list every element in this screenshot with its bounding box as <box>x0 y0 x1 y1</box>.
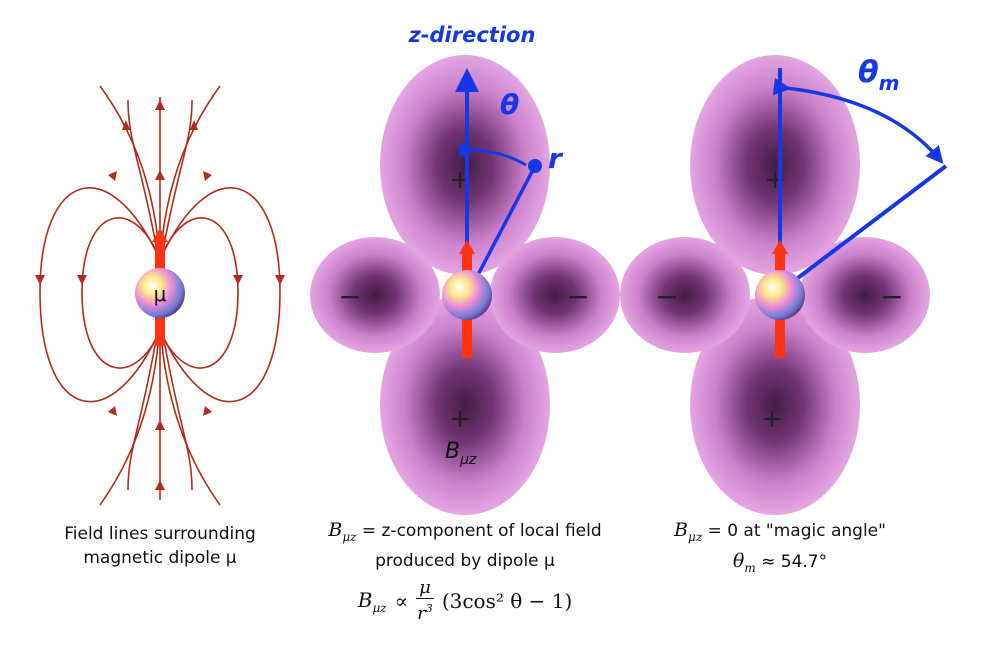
caption-left-line2: magnetic dipole μ <box>83 548 237 568</box>
dipole-sphere <box>755 270 805 320</box>
sign-plus-top: + <box>764 165 786 195</box>
field-line <box>159 217 239 369</box>
dipole-label: μ <box>154 282 167 306</box>
sign-plus-bottom: + <box>761 404 783 434</box>
right-magic-angle-panel: + + − − θm <box>620 55 948 515</box>
arrowhead <box>155 420 165 430</box>
lobe-right <box>800 237 930 353</box>
r-vector <box>468 165 537 291</box>
field-line <box>127 99 157 246</box>
sign-minus-left: − <box>338 280 361 313</box>
sign-minus-left: − <box>655 280 678 313</box>
lobe-bottom <box>690 295 860 515</box>
lobe-right <box>490 237 620 353</box>
field-line <box>163 99 193 246</box>
lobe-left <box>310 237 440 353</box>
arrowhead <box>275 275 285 285</box>
middle-lobes-panel: + + − − z-direction r θ Bμz <box>310 23 620 515</box>
arrowhead <box>203 406 212 416</box>
arrowhead <box>77 275 87 285</box>
caption-right: Bμz = 0 at "magic angle" θm ≈ 54.7° <box>630 518 930 580</box>
dipole-sphere <box>442 270 492 320</box>
caption-left-line1: Field lines surrounding <box>64 524 256 544</box>
formula-angular-term: (3cos² θ − 1) <box>441 589 573 613</box>
arrowhead <box>190 120 198 130</box>
formula-fraction: μ r3 <box>416 577 434 624</box>
arrowhead <box>108 406 117 416</box>
b-label: Bμz <box>445 439 477 468</box>
caption-middle-line1: Bμz = z-component of local field <box>328 519 602 544</box>
caption-middle: Bμz = z-component of local field produce… <box>300 518 630 573</box>
lobe-bottom <box>380 295 550 515</box>
arrowhead <box>108 171 117 181</box>
sign-minus-right: − <box>880 280 903 313</box>
arrowhead <box>155 480 165 490</box>
caption-right-line2: θm ≈ 54.7° <box>732 549 828 575</box>
field-line <box>159 187 281 403</box>
sign-minus-right: − <box>566 280 589 313</box>
arrowhead <box>203 171 212 181</box>
caption-right-line1: Bμz = 0 at "magic angle" <box>674 519 886 544</box>
arrowhead <box>233 275 243 285</box>
theta-m-arc <box>772 77 944 165</box>
field-lines-panel <box>39 85 281 506</box>
caption-left: Field lines surrounding magnetic dipole … <box>40 522 280 570</box>
arrowhead <box>35 275 45 285</box>
theta-m-label: θm <box>858 55 899 95</box>
arrowhead <box>155 170 165 180</box>
lobe-left <box>620 237 750 353</box>
sign-plus-bottom: + <box>449 404 471 434</box>
arrowhead <box>155 100 165 110</box>
left-dipole: μ <box>135 228 185 346</box>
theta-label: θ <box>500 88 519 121</box>
arrowhead <box>122 120 130 130</box>
field-line <box>39 187 161 403</box>
r-point <box>528 159 542 173</box>
field-line <box>127 339 157 491</box>
field-line <box>163 339 193 491</box>
field-line <box>81 217 161 369</box>
dipolar-field-formula: Bμz ∝ μ r3 (3cos² θ − 1) <box>357 577 573 624</box>
r-label: r <box>548 142 564 175</box>
z-direction-label: z-direction <box>408 23 536 47</box>
field-line-arrows <box>35 100 285 490</box>
magic-angle-vector <box>780 164 948 292</box>
theta-arc <box>459 142 527 167</box>
caption-middle-line2: produced by dipole μ <box>375 550 555 571</box>
